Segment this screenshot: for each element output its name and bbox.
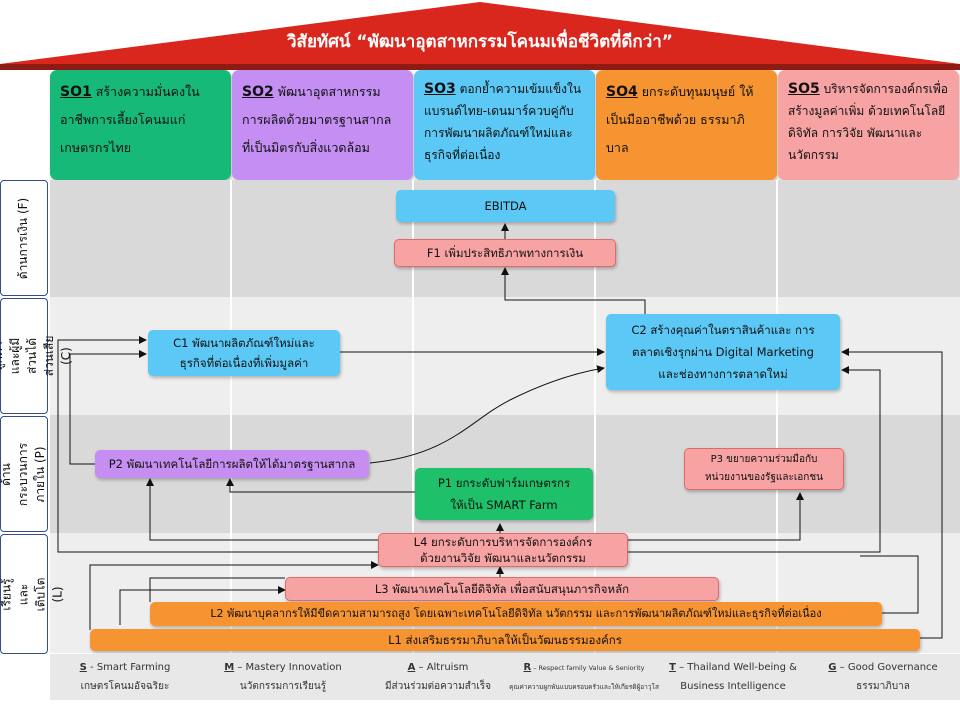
value-t-title: Thailand Well-being & (687, 662, 797, 673)
so1-text: สร้างความมั่นคงใน อาชีพการเลี้ยงโคนมแก่ … (60, 84, 200, 155)
value-m: M – Mastery Innovation นวัตกรรมการเรียนร… (200, 658, 366, 698)
value-a-subtitle: มีส่วนร่วมต่อความสำเร็จ (384, 681, 492, 692)
value-a-title: Altruism (426, 662, 469, 673)
perspective-learning: ด้านการเรียนรู้ และเติบโต (L) (0, 534, 65, 654)
values-legend-bar (50, 654, 960, 700)
so3-text: ตอกย้ำความเข้มแข็งใน แบรนด์ไทย-เดนมาร์คว… (424, 82, 582, 162)
node-ebitda: EBITDA (396, 190, 615, 222)
so1-card: SO1 สร้างความมั่นคงใน อาชีพการเลี้ยงโคนม… (50, 70, 231, 180)
node-l3: L3 พัฒนาเทคโนโลยีดิจิทัล เพื่อสนับสนุนภา… (285, 577, 719, 601)
node-p2: P2 พัฒนาเทคโนโลยีการผลิตให้ได้มาตรฐานสาก… (95, 450, 369, 478)
so2-text: พัฒนาอุตสาหกรรม การผลิตด้วยมาตรฐานสากล ท… (242, 84, 392, 155)
node-l2: L2 พัฒนาบุคลากรให้มีขีดความสามารถสูง โดย… (150, 602, 882, 626)
node-l4: L4 ยกระดับการบริหารจัดการองค์กร ด้วยงานว… (378, 533, 628, 567)
value-s-subtitle: เกษตรโคนมอัจฉริยะ (80, 681, 170, 692)
value-t: T – Thailand Well-being & Business Intel… (660, 658, 806, 698)
so2-code: SO2 (242, 84, 274, 100)
value-g-letter: G (828, 662, 837, 673)
value-s-letter: S (79, 662, 87, 673)
so5-text: บริหารจัดการองค์กรเพื่อ สร้างมูลค่าเพิ่ม… (788, 82, 949, 162)
perspective-process: ด้านกระบวนการ ภายใน (P) (0, 416, 48, 532)
so5-card: SO5 บริหารจัดการองค์กรเพื่อ สร้างมูลค่าเ… (778, 70, 959, 180)
perspective-financial: ด้านการเงิน (F) (0, 180, 48, 296)
so3-card: SO3 ตอกย้ำความเข้มแข็งใน แบรนด์ไทย-เดนมา… (414, 70, 595, 180)
vision-title: วิสัยทัศน์ “พัฒนาอุตสาหกรรมโคนมเพื่อชีวิ… (287, 32, 673, 52)
node-f1: F1 เพิ่มประสิทธิภาพทางการเงิน (394, 239, 616, 267)
value-t-letter: T (669, 662, 676, 673)
value-g-subtitle: ธรรมาภิบาล (856, 681, 910, 692)
perspective-customer: ด้านลูกค้าและผู้มี ส่วนได้ส่วนเสีย (C) (0, 298, 73, 414)
value-m-subtitle: นวัตกรรมการเรียนรู้ (239, 681, 327, 692)
value-t-subtitle: Business Intelligence (680, 681, 786, 692)
so4-text: ยกระดับทุนมนุษย์ ให้เป็นมืออาชีพด้วย ธรร… (606, 84, 754, 155)
value-r-letter: R (523, 662, 532, 673)
so4-card: SO4 ยกระดับทุนมนุษย์ ให้เป็นมืออาชีพด้วย… (596, 70, 777, 180)
value-a: A – Altruism มีส่วนร่วมต่อความสำเร็จ (368, 658, 508, 698)
value-r-subtitle: คุณค่าความผูกพันแบบครอบครัวและให้เกียรติ… (509, 683, 659, 691)
value-g: G – Good Governance ธรรมาภิบาล (808, 658, 958, 698)
value-r-title: Respect family Value & Seniority (538, 664, 645, 672)
value-s: S - Smart Farming เกษตรโคนมอัจฉริยะ (52, 658, 198, 698)
value-m-letter: M (224, 662, 235, 673)
node-p3: P3 ขยายความร่วมมือกับ หน่วยงานของรัฐและเ… (684, 448, 844, 490)
value-r: R – Respect family Value & Seniority คุณ… (508, 658, 660, 698)
node-c2: C2 สร้างคุณค่าในตราสินค้าและ การตลาดเชิง… (606, 314, 840, 390)
so2-card: SO2 พัฒนาอุตสาหกรรม การผลิตด้วยมาตรฐานสา… (232, 70, 413, 180)
node-l1: L1 ส่งเสริมธรรมาภิบาลให้เป็นวัฒนธรรมองค์… (90, 629, 920, 651)
node-c1: C1 พัฒนาผลิตภัณฑ์ใหม่และ ธุรกิจที่ต่อเนื… (148, 330, 340, 376)
value-g-title: Good Governance (847, 662, 938, 673)
node-p1: P1 ยกระดับฟาร์มเกษตรกร ให้เป็น SMART Far… (415, 468, 593, 520)
vision-roof (0, 2, 960, 70)
so3-code: SO3 (424, 81, 456, 97)
value-m-title: Mastery Innovation (245, 662, 342, 673)
value-a-letter: A (407, 662, 416, 673)
value-s-title: Smart Farming (96, 662, 171, 673)
so1-code: SO1 (60, 84, 92, 100)
so4-code: SO4 (606, 84, 638, 100)
so5-code: SO5 (788, 81, 820, 97)
